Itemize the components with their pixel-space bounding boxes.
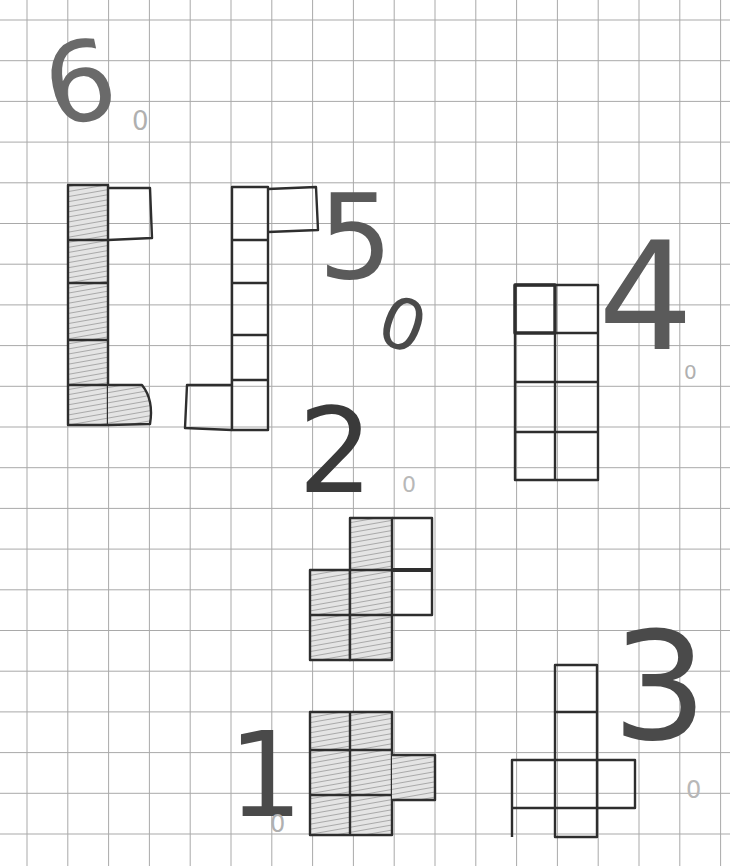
- handwritten-number: 0: [132, 108, 149, 134]
- grid-line: [435, 0, 436, 866]
- shape-one: [310, 712, 435, 835]
- handwritten-number: 1: [228, 716, 303, 834]
- grid-line: [720, 0, 721, 866]
- handwritten-number: 5: [318, 178, 393, 296]
- handwritten-number: 6: [34, 22, 125, 144]
- handwritten-number: 3: [612, 612, 707, 762]
- handwritten-number: 0: [270, 812, 285, 836]
- grid-line: [190, 0, 191, 866]
- grid-line: [149, 0, 150, 866]
- shape-four: [515, 285, 598, 480]
- handwritten-number: 2: [298, 392, 373, 510]
- grid-line: [27, 0, 28, 866]
- handwritten-number: 4: [598, 222, 693, 372]
- grid-line: [475, 0, 476, 866]
- handwritten-number: 0: [402, 474, 416, 496]
- shape-six: [68, 185, 152, 425]
- grid-line: [394, 0, 395, 866]
- handwritten-number: 0: [684, 362, 697, 382]
- grid-line: [0, 142, 730, 143]
- shape-two: [310, 518, 432, 660]
- grid-line: [0, 20, 730, 21]
- handwritten-number: 0: [369, 284, 435, 365]
- handwritten-number: 0: [686, 778, 701, 802]
